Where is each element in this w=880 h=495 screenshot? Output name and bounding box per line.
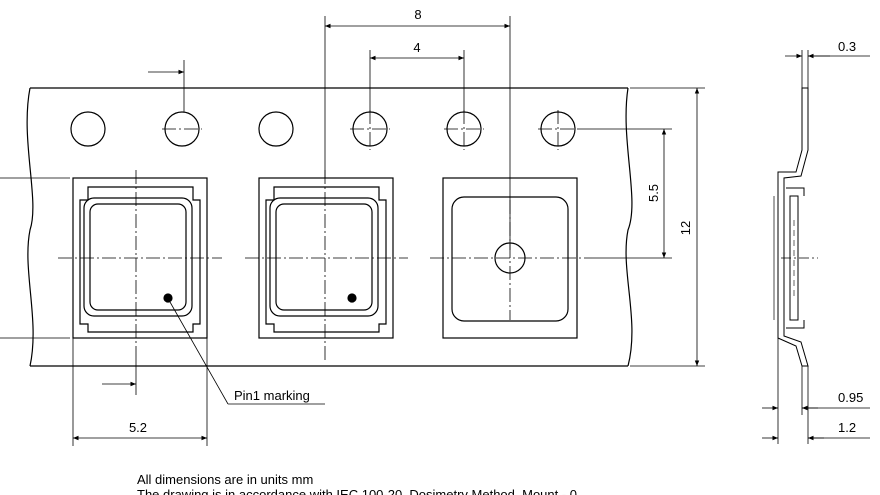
offset-arrows <box>102 60 185 395</box>
dim-5-5 <box>578 128 672 259</box>
dim-label-8: 8 <box>414 7 421 22</box>
dim-pitch-8 <box>324 16 511 250</box>
dim-0-95 <box>762 338 870 415</box>
dim-label-1-2: 1.2 <box>838 420 856 435</box>
sprocket-hole <box>70 111 106 147</box>
dim-label-5-5: 5.5 <box>646 184 661 202</box>
side-view <box>773 87 818 367</box>
dim-label-4: 4 <box>413 40 420 55</box>
carrier-tape <box>26 87 633 367</box>
dim-12 <box>630 87 705 367</box>
sprocket-hole <box>258 111 294 147</box>
dim-label-0-95: 0.95 <box>838 390 863 405</box>
dim-label-12: 12 <box>678 221 693 235</box>
center-lines <box>0 110 592 360</box>
pin1-leader <box>169 301 325 405</box>
pin1-marking-label: Pin1 marking <box>234 388 310 403</box>
dim-label-5-2: 5.2 <box>129 420 147 435</box>
dim-1-2 <box>762 366 870 444</box>
units-note: All dimensions are in units mm <box>137 472 314 487</box>
pin1-dot <box>347 293 357 303</box>
dim-5-2 <box>72 338 208 446</box>
dim-pitch-4 <box>369 50 465 112</box>
dim-label-0-3: 0.3 <box>838 39 856 54</box>
pin1-dot <box>163 293 173 303</box>
dim-0-3 <box>785 50 870 88</box>
standard-note: The drawing is in accordance with IEC 10… <box>137 488 577 495</box>
sprocket-holes <box>70 111 576 147</box>
